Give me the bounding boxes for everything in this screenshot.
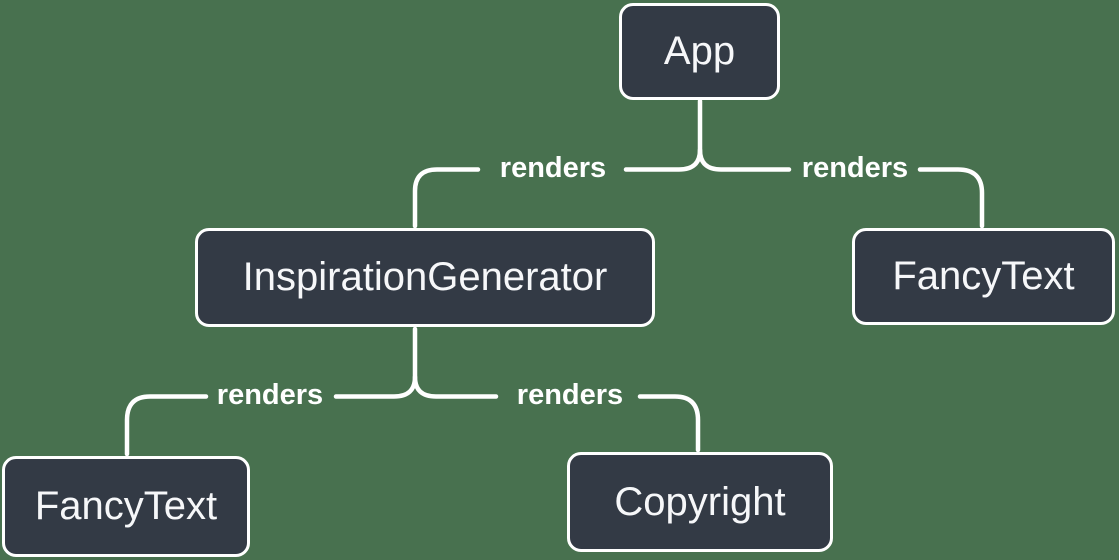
node-inspiration-generator-label: InspirationGenerator (242, 255, 608, 299)
node-copyright-label: Copyright (614, 479, 786, 524)
edge-label-inspirationgenerator-copyright: renders (516, 378, 624, 411)
node-fancy-text-top-right-label: FancyText (892, 254, 1075, 298)
edge-label-app-inspirationgenerator: renders (499, 151, 607, 184)
node-app-label: App (663, 29, 736, 73)
node-copyright: Copyright (567, 452, 833, 552)
node-inspiration-generator: InspirationGenerator (195, 228, 655, 327)
edge-app-to-fancytext (697, 147, 985, 229)
edge-label-app-fancytext: renders (801, 151, 909, 184)
edge-inspirationgenerator-to-copyright (412, 374, 701, 453)
node-app: App (619, 3, 780, 100)
node-fancy-text-bottom-left-label: FancyText (34, 484, 218, 528)
node-fancy-text-top-right: FancyText (852, 228, 1115, 325)
node-fancy-text-bottom-left: FancyText (2, 456, 250, 557)
edge-label-inspirationgenerator-fancytext: renders (216, 378, 324, 411)
